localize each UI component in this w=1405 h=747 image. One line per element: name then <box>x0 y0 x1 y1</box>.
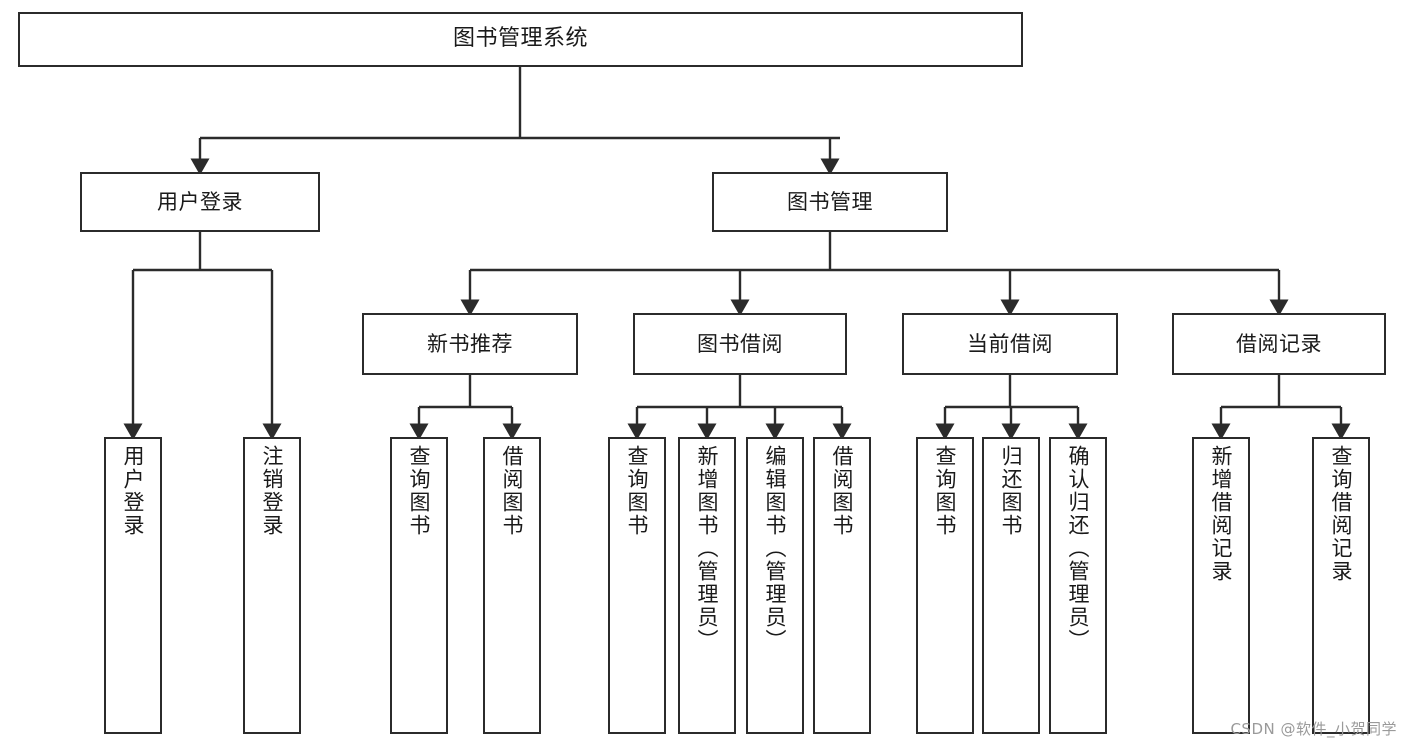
node-leaf-edit-book-label: 编辑图书（管理员） <box>763 445 788 652</box>
node-leaf-query-book-1-label: 查询图书 <box>407 445 432 537</box>
node-leaf-borrow-book-1[interactable]: 借阅图书 <box>483 437 541 734</box>
watermark: CSDN @软件_小贺同学 <box>1230 720 1397 738</box>
node-current-borrow[interactable]: 当前借阅 <box>902 313 1118 375</box>
node-leaf-confirm-return[interactable]: 确认归还（管理员） <box>1049 437 1107 734</box>
node-borrow-record[interactable]: 借阅记录 <box>1172 313 1386 375</box>
node-leaf-borrow-book-1-label: 借阅图书 <box>500 445 525 537</box>
node-leaf-borrow-book-2[interactable]: 借阅图书 <box>813 437 871 734</box>
node-book-borrow[interactable]: 图书借阅 <box>633 313 847 375</box>
node-leaf-return-book[interactable]: 归还图书 <box>982 437 1040 734</box>
node-leaf-add-book-label: 新增图书（管理员） <box>695 445 720 652</box>
node-leaf-borrow-book-2-label: 借阅图书 <box>830 445 855 537</box>
node-leaf-user-login[interactable]: 用户登录 <box>104 437 162 734</box>
node-leaf-query-book-2-label: 查询图书 <box>625 445 650 537</box>
node-leaf-edit-book[interactable]: 编辑图书（管理员） <box>746 437 804 734</box>
node-leaf-add-record[interactable]: 新增借阅记录 <box>1192 437 1250 734</box>
node-book-borrow-label: 图书借阅 <box>697 331 783 356</box>
node-leaf-query-book-2[interactable]: 查询图书 <box>608 437 666 734</box>
node-leaf-query-record-label: 查询借阅记录 <box>1329 445 1354 583</box>
node-leaf-logout-login-label: 注销登录 <box>260 445 285 537</box>
node-book-manage[interactable]: 图书管理 <box>712 172 948 232</box>
node-new-book-recommend-label: 新书推荐 <box>427 331 513 356</box>
node-current-borrow-label: 当前借阅 <box>967 331 1053 356</box>
node-leaf-user-login-label: 用户登录 <box>121 445 146 537</box>
node-book-manage-label: 图书管理 <box>787 189 873 214</box>
node-borrow-record-label: 借阅记录 <box>1236 331 1322 356</box>
node-leaf-query-record[interactable]: 查询借阅记录 <box>1312 437 1370 734</box>
node-leaf-add-record-label: 新增借阅记录 <box>1209 445 1234 583</box>
node-leaf-confirm-return-label: 确认归还（管理员） <box>1066 445 1091 652</box>
node-root-label: 图书管理系统 <box>452 26 588 52</box>
node-leaf-query-book-3-label: 查询图书 <box>933 445 958 537</box>
node-leaf-logout-login[interactable]: 注销登录 <box>243 437 301 734</box>
node-user-login[interactable]: 用户登录 <box>80 172 320 232</box>
node-user-login-label: 用户登录 <box>157 189 243 214</box>
node-root[interactable]: 图书管理系统 <box>18 12 1023 67</box>
node-new-book-recommend[interactable]: 新书推荐 <box>362 313 578 375</box>
node-leaf-query-book-3[interactable]: 查询图书 <box>916 437 974 734</box>
node-leaf-add-book[interactable]: 新增图书（管理员） <box>678 437 736 734</box>
node-leaf-query-book-1[interactable]: 查询图书 <box>390 437 448 734</box>
node-leaf-return-book-label: 归还图书 <box>999 445 1024 537</box>
